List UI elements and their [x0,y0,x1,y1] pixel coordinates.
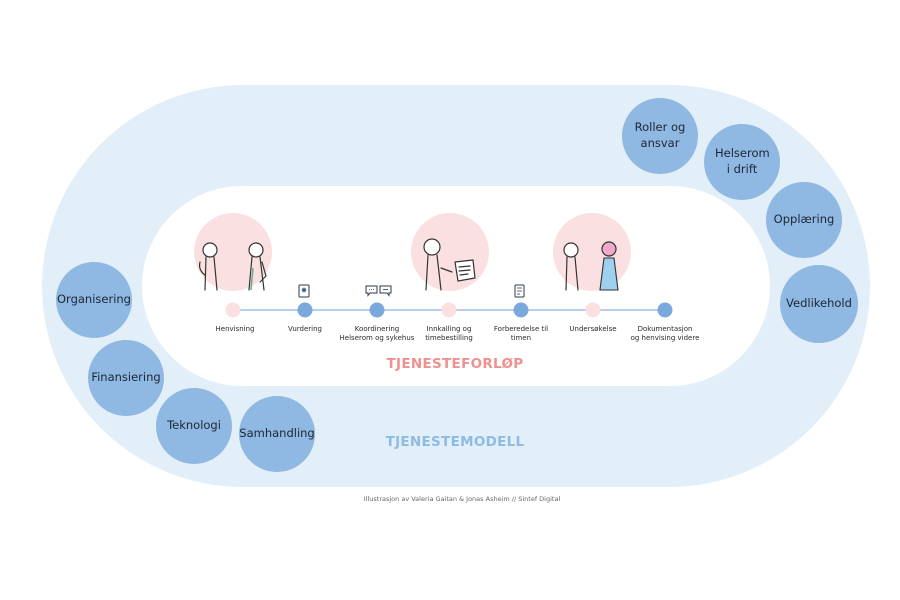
circle-label: Organisering [57,292,131,307]
patient-and-nurse-illustration [553,213,631,291]
step-label-undersokelse: Undersøkelse [569,325,616,334]
circle-label: Helserom i drift [715,146,770,176]
step-node-vurdering [297,302,313,318]
step-label-line: og henvising videre [630,334,700,343]
step-label-line: Koordinering [354,325,400,333]
step-label-line: Henvisning [215,325,255,333]
circle-teknologi: Teknologi [156,388,232,464]
circle-label: Teknologi [167,418,221,433]
circle-finansiering: Finansiering [88,340,164,416]
service-model-title: TJENESTEMODELL [385,434,525,450]
step-label-line: timebestilling [425,334,473,343]
step-node-innkalling [441,302,457,318]
chat-bubbles-icon [365,285,392,297]
step-label-forberedelse: Forberedelse til timen [494,325,548,344]
medical-document-icon [298,284,310,298]
checklist-icon [514,284,525,298]
step-node-koordinering [369,302,385,318]
circle-opplaering: Opplæring [766,182,842,258]
circle-vedlikehold: Vedlikehold [780,265,858,343]
circle-label: Opplæring [773,212,835,227]
step-node-dokumentasjon [657,302,673,318]
step-node-undersokelse [585,302,601,318]
circle-label: Finansiering [91,370,161,385]
patient-with-letter-illustration [411,213,489,291]
step-label-line: Undersøkelse [569,325,617,333]
step-label-line: Innkalling og [426,325,472,333]
step-label-dokumentasjon: Dokumentasjon og henvising videre [631,325,700,344]
step-label-henvisning: Henvisning [215,325,254,334]
circle-samhandling: Samhandling [239,396,315,472]
step-label-vurdering: Vurdering [288,325,322,334]
step-label-koordinering: Koordinering Helserom og sykehus [340,325,415,344]
step-label-innkalling: Innkalling og timebestilling [425,325,473,344]
step-label-line: Helserom og sykehus [339,334,415,343]
circle-roller-og-ansvar: Roller og ansvar [622,98,698,174]
step-label-line: Dokumentasjon [637,325,693,333]
service-path-title: TJENESTEFORLØP [386,356,524,372]
circle-label: Roller og ansvar [634,120,686,150]
step-node-forberedelse [513,302,529,318]
step-label-line: Vurdering [288,325,322,333]
step-label-line: timen [510,334,532,343]
circle-helserom-i-drift: Helserom i drift [704,124,780,200]
circle-organisering: Organisering [56,262,132,338]
step-label-line: Forberedelse til [493,325,549,333]
circle-label: Samhandling [239,426,315,441]
step-node-henvisning [225,302,241,318]
circle-label: Vedlikehold [786,296,852,311]
illustration-credit: Illustrasjon av Valeria Gaitan & Jonas A… [363,495,561,503]
patient-and-doctor-illustration [194,213,272,291]
